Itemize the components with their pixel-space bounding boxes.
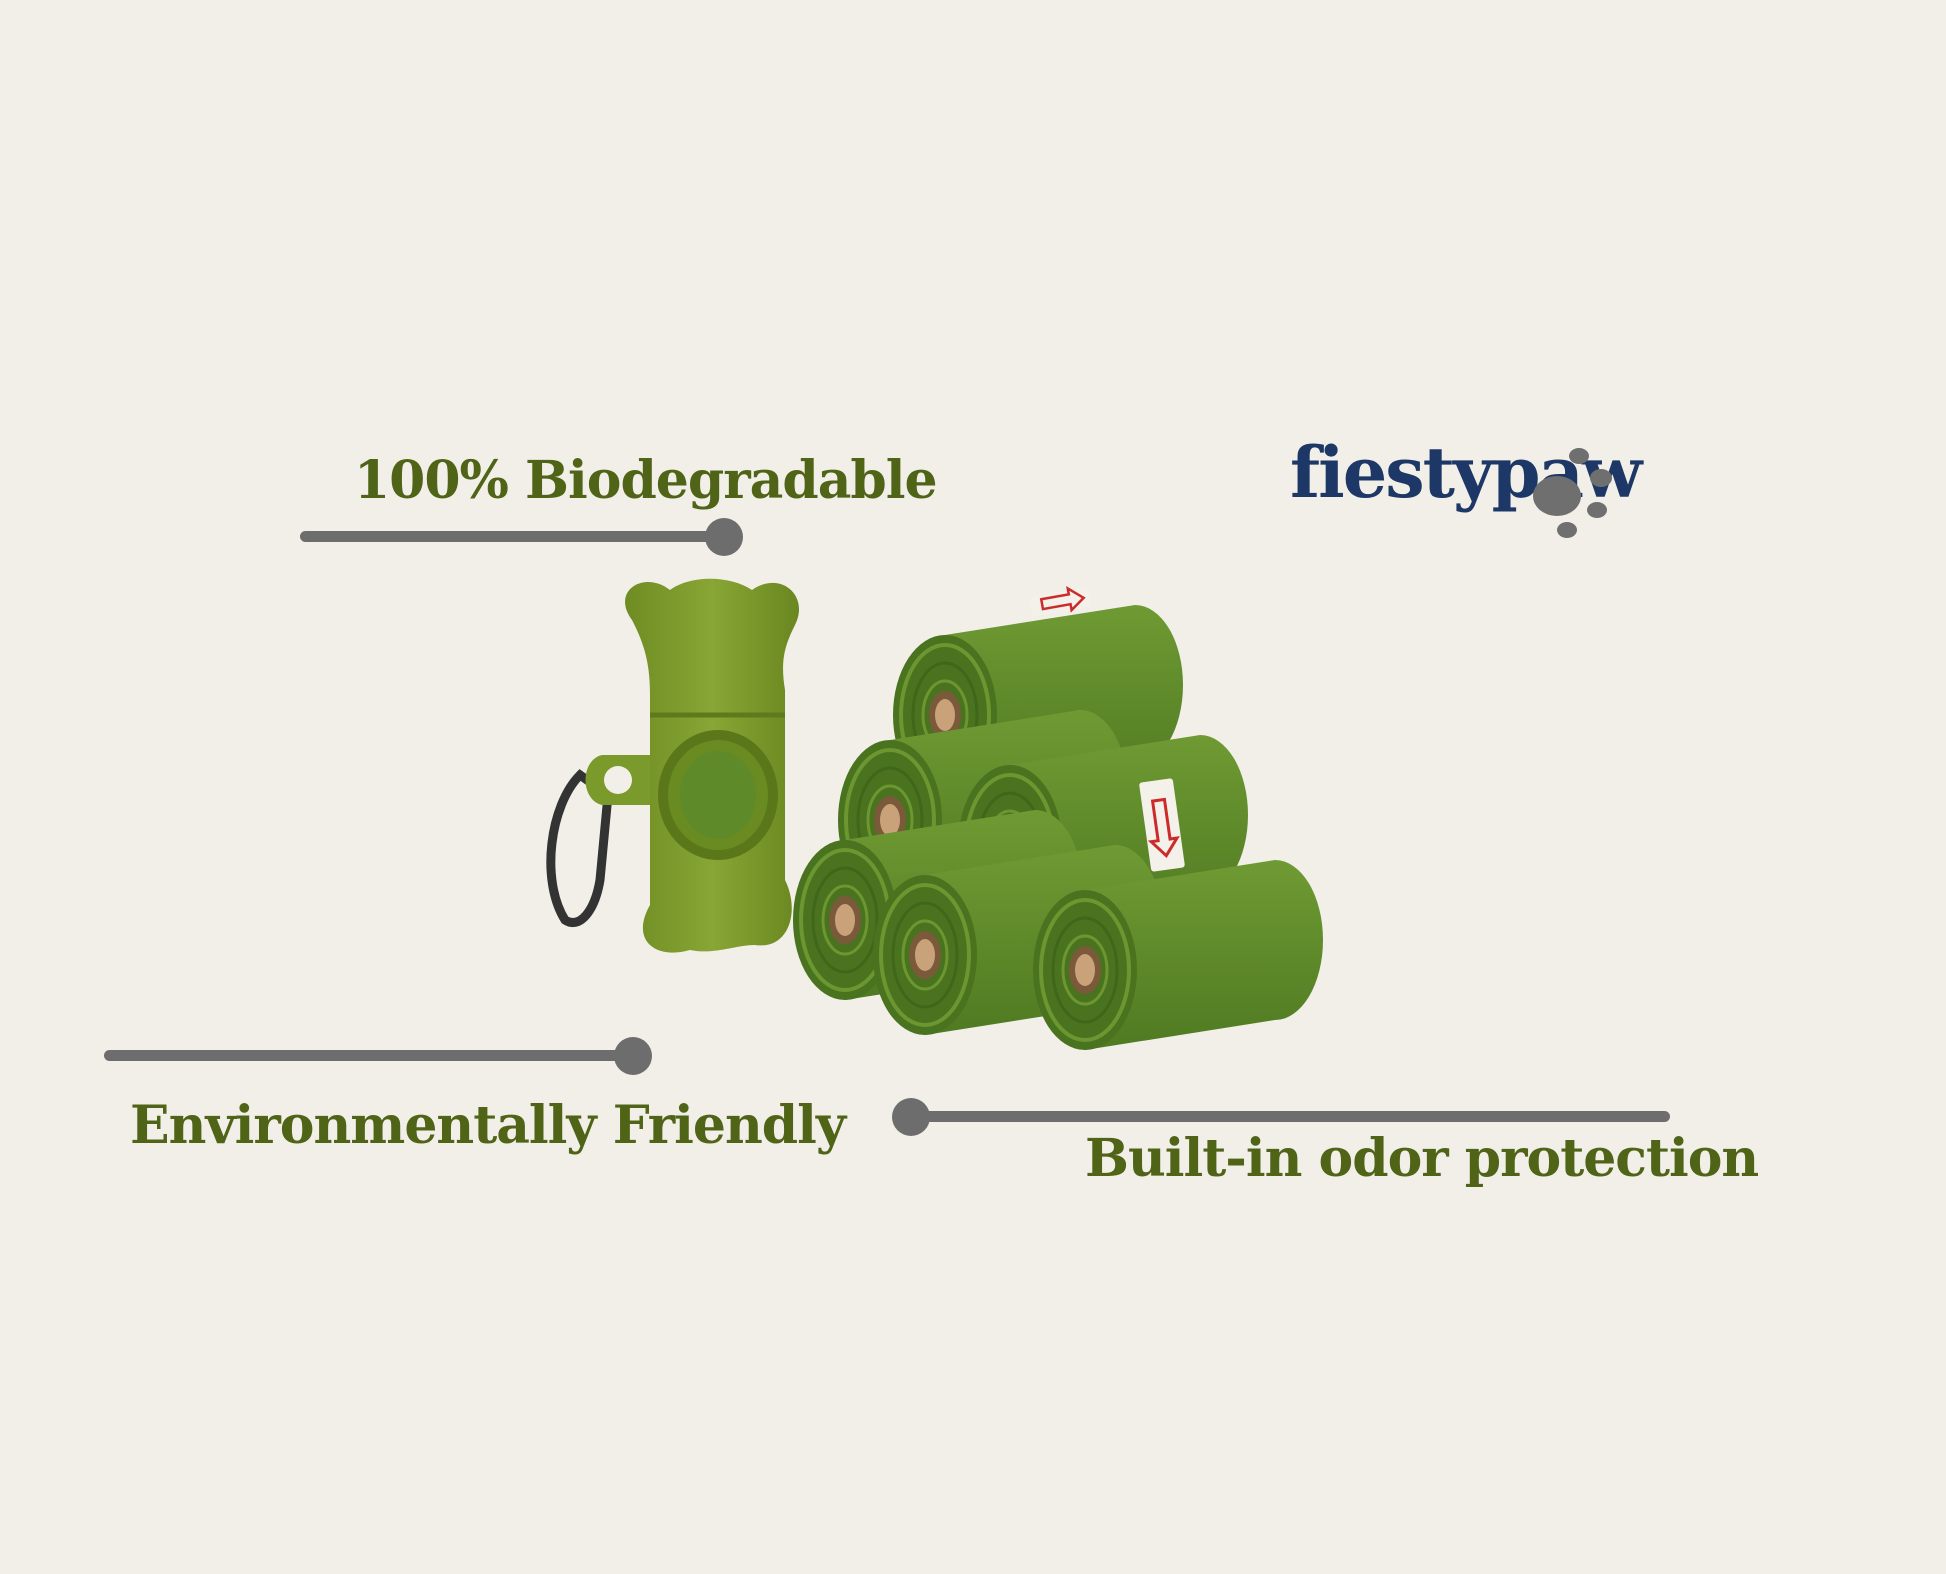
- product-image: [546, 578, 1325, 1052]
- connector-dot: [614, 1036, 652, 1075]
- connector-dot: [705, 517, 743, 556]
- connector-eco: [104, 1036, 652, 1075]
- feature-biodegradable: 100% Biodegradable: [354, 450, 938, 511]
- brand-logo: fiestypaw: [1290, 432, 1642, 552]
- connector-odor: [892, 1097, 1670, 1136]
- connector-biodegradable: [300, 517, 743, 556]
- paw-print-icon: [1533, 448, 1612, 538]
- connector-dot: [892, 1097, 930, 1136]
- feature-eco: Environmentally Friendly: [130, 1095, 846, 1156]
- feature-odor: Built-in odor protection: [1085, 1128, 1759, 1189]
